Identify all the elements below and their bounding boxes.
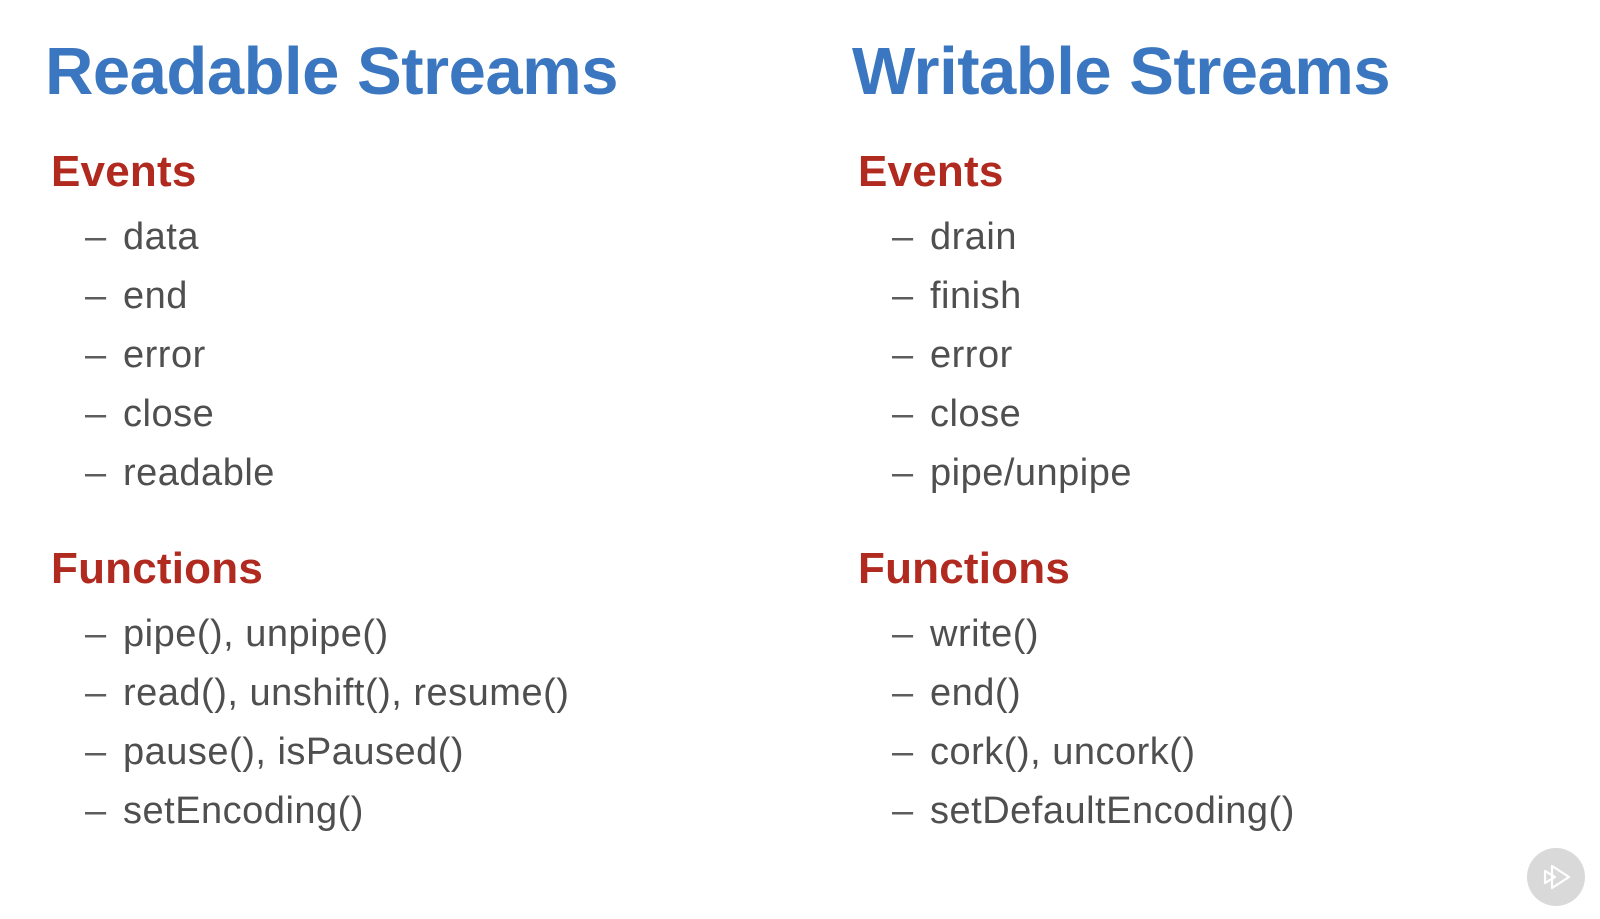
readable-events-list: –data –end –error –close –readable: [45, 208, 815, 503]
dash-bullet: –: [892, 393, 914, 435]
writable-functions-list: –write() –end() –cork(), uncork() –setDe…: [852, 605, 1572, 841]
list-item-label: read(), unshift(), resume(): [123, 672, 570, 714]
readable-streams-title: Readable Streams: [45, 34, 618, 109]
list-item: –error: [852, 326, 1572, 385]
dash-bullet: –: [85, 393, 107, 435]
list-item-label: write(): [930, 613, 1040, 655]
readable-functions-heading: Functions: [51, 544, 264, 593]
list-item: –close: [45, 385, 815, 444]
dash-bullet: –: [892, 334, 914, 376]
readable-functions-list: –pipe(), unpipe() –read(), unshift(), re…: [45, 605, 815, 841]
dash-bullet: –: [85, 731, 107, 773]
dash-bullet: –: [85, 672, 107, 714]
list-item-label: cork(), uncork(): [930, 731, 1196, 773]
writable-events-list: –drain –finish –error –close –pipe/unpip…: [852, 208, 1572, 503]
writable-events-heading: Events: [858, 147, 1004, 196]
dash-bullet: –: [892, 275, 914, 317]
dash-bullet: –: [85, 613, 107, 655]
list-item-label: data: [123, 216, 199, 258]
pluralsight-play-icon: [1539, 860, 1573, 894]
dash-bullet: –: [892, 452, 914, 494]
list-item-label: pipe(), unpipe(): [123, 613, 389, 655]
list-item: –readable: [45, 444, 815, 503]
dash-bullet: –: [892, 731, 914, 773]
list-item: –data: [45, 208, 815, 267]
writable-streams-title: Writable Streams: [852, 34, 1391, 109]
list-item: –finish: [852, 267, 1572, 326]
list-item: –pipe/unpipe: [852, 444, 1572, 503]
writable-streams-column: Writable Streams Events –drain –finish –…: [852, 38, 1572, 841]
list-item-label: drain: [930, 216, 1017, 258]
list-item-label: readable: [123, 452, 275, 494]
list-item: –pause(), isPaused(): [45, 723, 815, 782]
list-item-label: error: [123, 334, 206, 376]
dash-bullet: –: [892, 216, 914, 258]
list-item: –cork(), uncork(): [852, 723, 1572, 782]
pluralsight-logo-badge: [1527, 848, 1585, 906]
dash-bullet: –: [85, 275, 107, 317]
list-item-label: setEncoding(): [123, 790, 364, 832]
list-item: –setDefaultEncoding(): [852, 782, 1572, 841]
list-item: –error: [45, 326, 815, 385]
list-item-label: error: [930, 334, 1013, 376]
dash-bullet: –: [85, 334, 107, 376]
list-item-label: setDefaultEncoding(): [930, 790, 1295, 832]
list-item: –end: [45, 267, 815, 326]
dash-bullet: –: [85, 452, 107, 494]
readable-streams-column: Readable Streams Events –data –end –erro…: [45, 38, 815, 841]
dash-bullet: –: [85, 216, 107, 258]
list-item-label: pause(), isPaused(): [123, 731, 465, 773]
readable-events-heading: Events: [51, 147, 197, 196]
list-item-label: end(): [930, 672, 1022, 714]
list-item: –pipe(), unpipe(): [45, 605, 815, 664]
writable-functions-heading: Functions: [858, 544, 1071, 593]
dash-bullet: –: [892, 790, 914, 832]
list-item: –close: [852, 385, 1572, 444]
list-item: –setEncoding(): [45, 782, 815, 841]
list-item-label: end: [123, 275, 188, 317]
list-item-label: close: [930, 393, 1022, 435]
dash-bullet: –: [892, 672, 914, 714]
list-item-label: close: [123, 393, 215, 435]
list-item-label: pipe/unpipe: [930, 452, 1133, 494]
list-item: –end(): [852, 664, 1572, 723]
dash-bullet: –: [892, 613, 914, 655]
list-item: –read(), unshift(), resume(): [45, 664, 815, 723]
list-item-label: finish: [930, 275, 1022, 317]
dash-bullet: –: [85, 790, 107, 832]
list-item: –write(): [852, 605, 1572, 664]
list-item: –drain: [852, 208, 1572, 267]
